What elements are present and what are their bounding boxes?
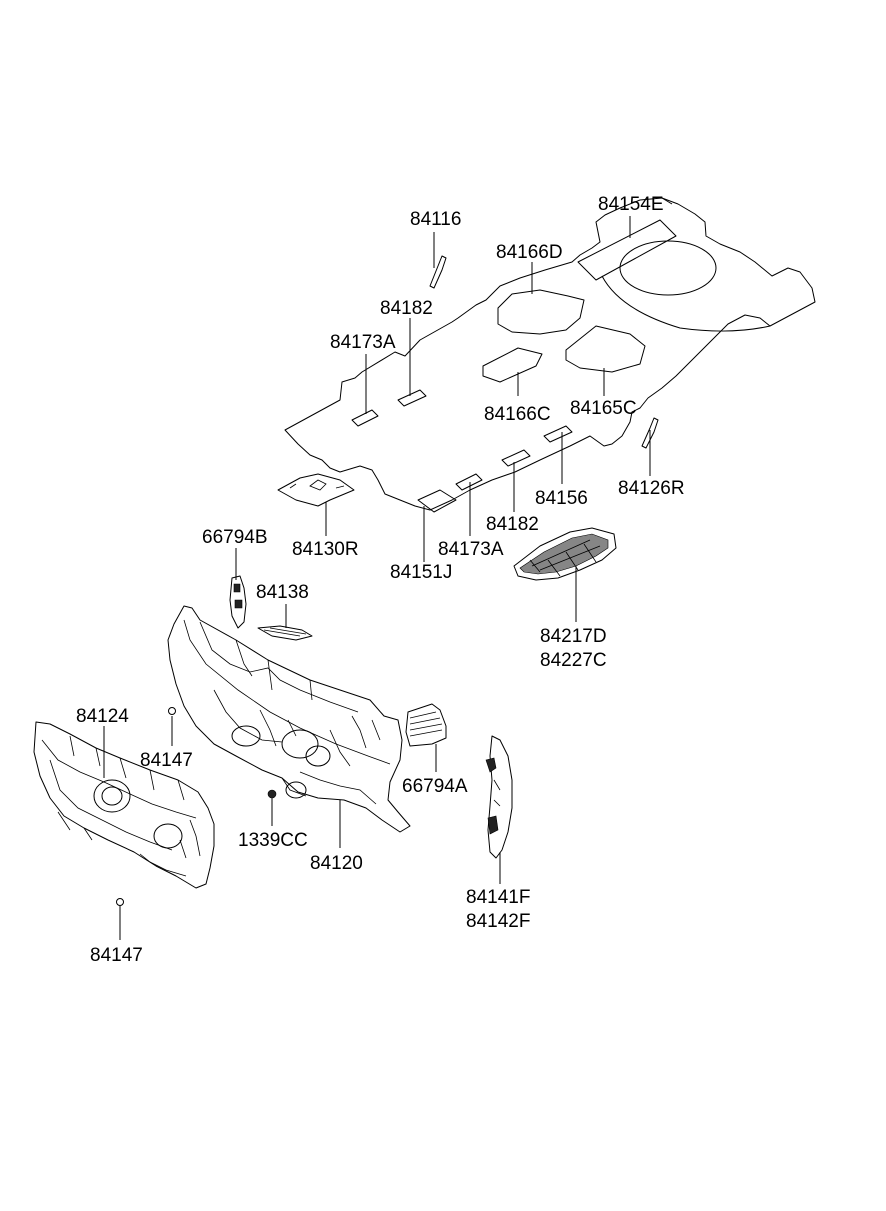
label-66794B: 66794B — [202, 527, 268, 548]
leader-lines — [103, 197, 673, 940]
under-tray-84217D — [513, 527, 617, 581]
block-84156 — [543, 425, 573, 443]
plug-84147-upper — [168, 707, 176, 715]
pad-84138 — [257, 625, 313, 641]
label-84147-lower: 84147 — [90, 945, 143, 966]
label-84182-lower: 84182 — [486, 514, 539, 535]
pad-84130R — [277, 473, 355, 507]
strip-84126R — [641, 417, 659, 449]
block-84182-lower — [501, 449, 531, 467]
label-1339CC: 1339CC — [238, 830, 308, 851]
label-84165C: 84165C — [570, 398, 637, 419]
floor-insulator-outline — [284, 197, 816, 511]
block-84173A-upper — [351, 409, 379, 427]
pad-84151J — [417, 489, 457, 513]
strip-84116 — [429, 255, 447, 289]
label-84154E: 84154E — [598, 194, 664, 215]
pad-84166C — [482, 347, 543, 383]
bracket-66794B — [229, 575, 247, 629]
bracket-66794A — [405, 703, 447, 747]
label-84126R: 84126R — [618, 478, 685, 499]
label-84130R: 84130R — [292, 539, 359, 560]
label-84173A-upper: 84173A — [330, 332, 396, 353]
pad-84165C — [565, 325, 646, 373]
label-84141F: 84141F — [466, 887, 530, 908]
block-84182-upper — [397, 389, 427, 407]
pad-84166D — [497, 289, 585, 335]
label-84138: 84138 — [256, 582, 309, 603]
label-84156: 84156 — [535, 488, 588, 509]
dash-insulator-84120 — [167, 605, 411, 833]
label-66794A: 66794A — [402, 776, 468, 797]
part-labels: 84116 84154E 84166D 84182 84173A 84166C … — [76, 194, 685, 966]
label-84120: 84120 — [310, 853, 363, 874]
floor-pads — [277, 255, 659, 513]
label-84173A-lower: 84173A — [438, 539, 504, 560]
label-84182-upper: 84182 — [380, 298, 433, 319]
label-84142F: 84142F — [466, 911, 530, 932]
label-84166C: 84166C — [484, 404, 551, 425]
label-84227C: 84227C — [540, 650, 607, 671]
dash-insulator-84124 — [33, 721, 215, 889]
label-84124: 84124 — [76, 706, 129, 727]
label-84116: 84116 — [410, 209, 461, 230]
label-84217D: 84217D — [540, 626, 607, 647]
plug-84147-lower — [116, 898, 124, 906]
block-84173A-lower — [455, 473, 483, 491]
side-insulator-84141F — [485, 735, 513, 859]
label-84147-upper: 84147 — [140, 750, 193, 771]
label-84166D: 84166D — [496, 242, 563, 263]
label-84151J: 84151J — [390, 562, 452, 583]
clip-1339CC — [267, 789, 277, 799]
